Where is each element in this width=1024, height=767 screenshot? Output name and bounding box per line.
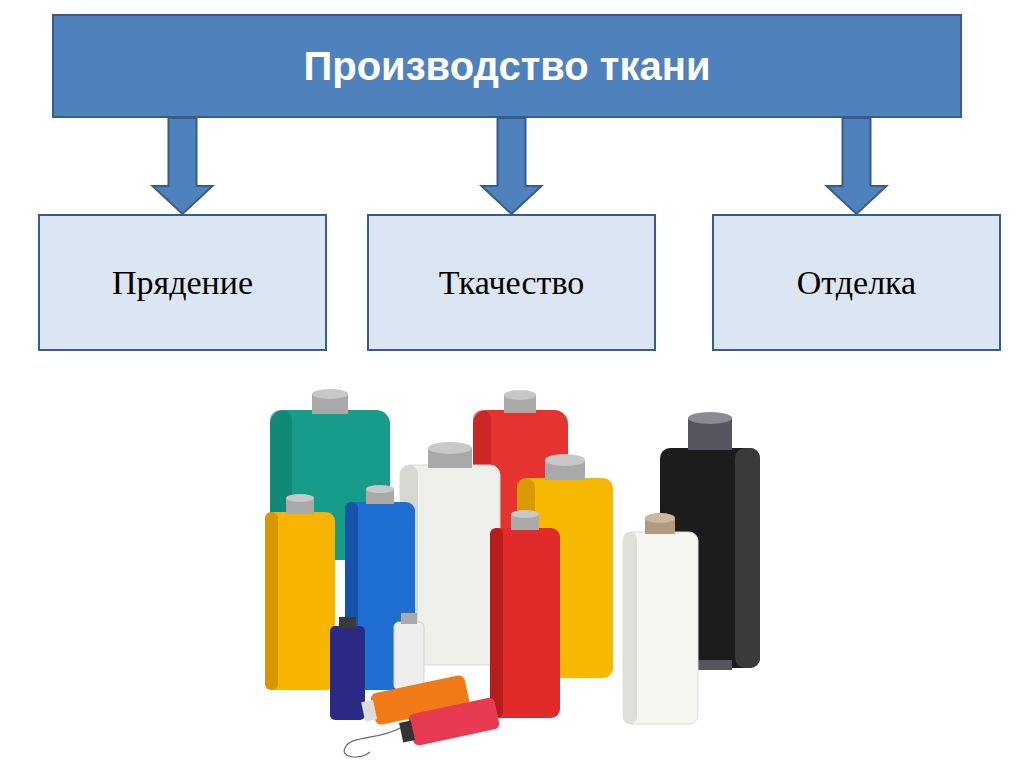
spool-core-top bbox=[645, 513, 675, 523]
block-arrow bbox=[827, 118, 887, 214]
heading-text: Производство ткани bbox=[304, 44, 711, 89]
spool-core-top bbox=[545, 454, 585, 466]
spool-shade bbox=[265, 512, 278, 690]
block-arrow bbox=[482, 118, 542, 214]
loose-thread bbox=[344, 728, 400, 757]
box-label: Ткачество bbox=[439, 264, 584, 302]
spool bbox=[265, 512, 335, 690]
spool-shade bbox=[623, 532, 637, 724]
block-arrow bbox=[153, 118, 213, 214]
spool-core bbox=[401, 613, 417, 624]
spool-core-top bbox=[688, 412, 732, 424]
spool bbox=[490, 528, 560, 718]
spool-core bbox=[339, 617, 356, 628]
spool-core-top bbox=[428, 442, 472, 454]
spool-shade bbox=[735, 448, 760, 668]
spool bbox=[623, 532, 698, 724]
spool-core-top bbox=[286, 494, 314, 502]
spool-core-top bbox=[504, 390, 536, 400]
spool-core-top bbox=[312, 389, 348, 399]
heading-box: Производство ткани bbox=[52, 14, 962, 118]
process-box: Прядение bbox=[38, 214, 327, 351]
spool-group bbox=[265, 389, 760, 757]
lying-spool bbox=[398, 697, 501, 749]
box-label: Прядение bbox=[112, 264, 253, 302]
spool-shade bbox=[490, 528, 503, 718]
spool-core-top bbox=[366, 485, 394, 493]
box-label: Отделка bbox=[797, 264, 916, 302]
spool-core-top bbox=[511, 510, 539, 518]
process-box: Отделка bbox=[712, 214, 1001, 351]
spool bbox=[394, 622, 424, 690]
process-box: Ткачество bbox=[367, 214, 656, 351]
spool bbox=[330, 626, 365, 720]
